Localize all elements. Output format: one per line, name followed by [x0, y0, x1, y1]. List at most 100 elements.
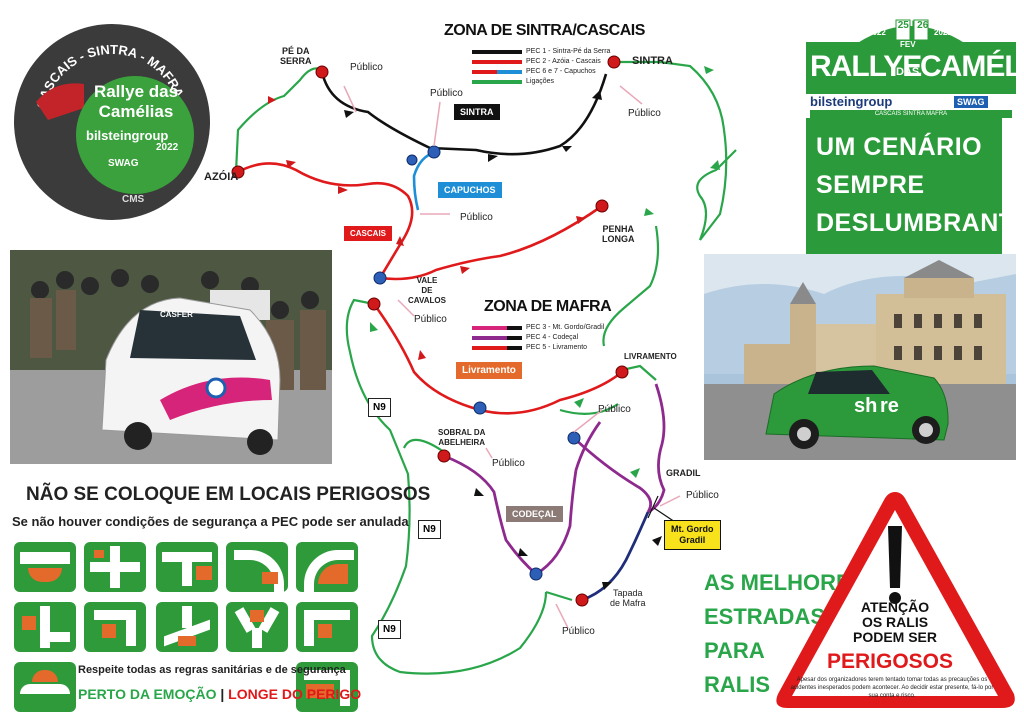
link-roads	[234, 60, 737, 675]
direction-arrows	[268, 96, 586, 360]
warning-subtitle: Se não houver condições de segurança a P…	[12, 514, 409, 529]
place-penha-longa: PENHA LONGA	[602, 224, 635, 244]
roads-line-4: RALIS	[704, 672, 770, 697]
slogan-left: PERTO DA EMOÇÃO	[78, 686, 217, 702]
zona-mafra-title: ZONA DE MAFRA	[484, 298, 612, 315]
photo-white-car: CASFER	[10, 250, 332, 464]
danger-line-3: PODEM SER	[852, 629, 937, 645]
exclamation-icon	[888, 526, 902, 588]
pec2-route	[237, 162, 414, 279]
pec3-route-a	[647, 383, 666, 514]
danger-spot-tile	[296, 662, 358, 712]
legend-pec1: PEC 1 - Sintra-Pé da Serra	[472, 48, 610, 55]
badge-title-rallye: RALLYE	[810, 50, 922, 83]
danger-perigosos: PERIGOSOS	[826, 650, 954, 673]
danger-spot-tile	[14, 542, 76, 592]
danger-spot-tile	[84, 542, 146, 592]
stage-markers	[231, 55, 629, 607]
publico-label: Público	[598, 404, 631, 415]
tag-mt-gordo: Mt. Gordo Gradil	[664, 520, 721, 550]
badge-days: 25 | 26	[897, 20, 929, 31]
logo-title-1: Rallye das	[93, 82, 179, 101]
place-azoia: AZÓIA	[204, 171, 239, 183]
n9-marker: N9	[418, 520, 441, 539]
pec3-route-b	[581, 511, 650, 602]
legend-pec3: PEC 3 - Mt. Gordo/Gradil	[472, 324, 604, 331]
badge-strip: CASCAIS SINTRA MAFRA	[810, 110, 1012, 118]
legend-pec2: PEC 2 - Azóia - Cascais	[472, 58, 601, 65]
badge-title-camelias: CAMÉLIAS	[920, 50, 1024, 83]
publico-label: Público	[686, 490, 719, 501]
legend-links: Ligações	[472, 78, 554, 85]
legend-pec4: PEC 4 - Codeçal	[472, 334, 578, 341]
zona-sintra-title: ZONA DE SINTRA/CASCAIS	[444, 22, 645, 39]
badge-swag: SWAG	[954, 96, 988, 108]
place-sobral: SOBRAL DA ABELHEIRA	[438, 428, 486, 447]
place-vale-de-cavalos: VALE DE CAVALOS	[408, 276, 446, 305]
badge-title-das: DAS	[896, 66, 920, 78]
svg-text:re: re	[880, 395, 899, 417]
publico-label: Público	[562, 626, 595, 637]
publico-label: Público	[414, 314, 447, 325]
badge-month: FEV	[900, 40, 916, 49]
place-gradil: GRADIL	[666, 468, 701, 478]
scenery-line-2: SEMPRE	[816, 171, 925, 199]
place-sintra: SINTRA	[632, 55, 673, 67]
danger-spot-tile	[156, 602, 218, 652]
scenery-panel: UM CENÁRIO SEMPRE DESLUMBRANTE	[806, 118, 1024, 254]
slogan-right: LONGE DO PERIGO	[228, 686, 362, 702]
place-livramento: LIVRAMENTO	[624, 352, 677, 361]
legend-pec5: PEC 5 - Livramento	[472, 344, 587, 351]
danger-spot-tile	[84, 602, 146, 652]
roads-panel: AS MELHORES ESTRADAS PARA RALIS	[704, 566, 865, 702]
danger-spot-tile	[14, 602, 76, 652]
logo-title-2: Camélias	[98, 102, 174, 121]
tag-livramento: Livramento	[456, 362, 522, 379]
tag-cascais: CASCAIS	[344, 226, 393, 241]
danger-spot-tile	[14, 662, 76, 712]
badge-year-left: 2022	[868, 28, 886, 37]
danger-spot-tile	[226, 542, 288, 594]
danger-line-2: OS RALIS	[861, 614, 929, 630]
tag-sintra: SINTRA	[454, 104, 500, 120]
danger-spot-tile	[296, 602, 358, 652]
rally-badge: 2022 25 | 26 FEV 2022 RALLYE DAS CAMÉLIA…	[806, 14, 1024, 118]
publico-label: Público	[350, 62, 383, 73]
legend-pec6: PEC 6 e 7 - Capuchos	[472, 68, 596, 75]
tag-capuchos: CAPUCHOS	[438, 182, 502, 198]
danger-spot-tile	[296, 542, 358, 594]
publico-label: Público	[430, 88, 463, 99]
publico-label: Público	[492, 458, 525, 469]
penha-longa-route	[379, 204, 603, 281]
n9-marker: N9	[378, 620, 401, 639]
place-tapada: Tapada de Mafra	[610, 588, 646, 608]
slogan: PERTO DA EMOÇÃO | LONGE DO PERIGO	[78, 686, 361, 702]
helmet-icon	[36, 83, 84, 120]
photo-green-car: sh re	[704, 254, 1016, 460]
roads-line-3: PARA	[704, 638, 765, 663]
logo-year: 2022	[156, 142, 179, 153]
pec1-route	[320, 71, 608, 156]
roads-line-2: ESTRADAS	[704, 604, 826, 629]
danger-triangle	[776, 492, 1015, 708]
checkpoint-markers	[373, 145, 581, 581]
danger-spot-tile	[156, 542, 218, 592]
danger-fine-print: Apesar dos organizadores terem tentado t…	[790, 677, 994, 699]
car-windscreen-text: CASFER	[160, 310, 193, 319]
logo-cms: CMS	[122, 194, 145, 205]
n9-marker: N9	[368, 398, 391, 417]
rules-text: Respeite todas as regras sanitárias e de…	[78, 664, 346, 676]
pec6-route	[412, 150, 437, 211]
danger-text: ATENÇÃO OS RALIS PODEM SER	[830, 600, 960, 645]
publico-label: Público	[460, 212, 493, 223]
logo-swag: SWAG	[108, 158, 139, 169]
badge-sponsor: bilsteingroup	[810, 94, 893, 109]
warning-title: NÃO SE COLOQUE EM LOCAIS PERIGOSOS	[26, 484, 431, 505]
rally-logo-round: CASCAIS - SINTRA - MAFRA Rallye das Camé…	[14, 24, 210, 220]
badge-year-right: 2022	[934, 28, 952, 37]
scenery-line-3: DESLUMBRANTE	[816, 209, 1024, 237]
pec5-route	[372, 303, 623, 415]
scenery-line-1: UM CENÁRIO	[816, 133, 983, 161]
publico-label: Público	[628, 108, 661, 119]
place-pe-da-serra: PÉ DA SERRA	[280, 46, 312, 66]
